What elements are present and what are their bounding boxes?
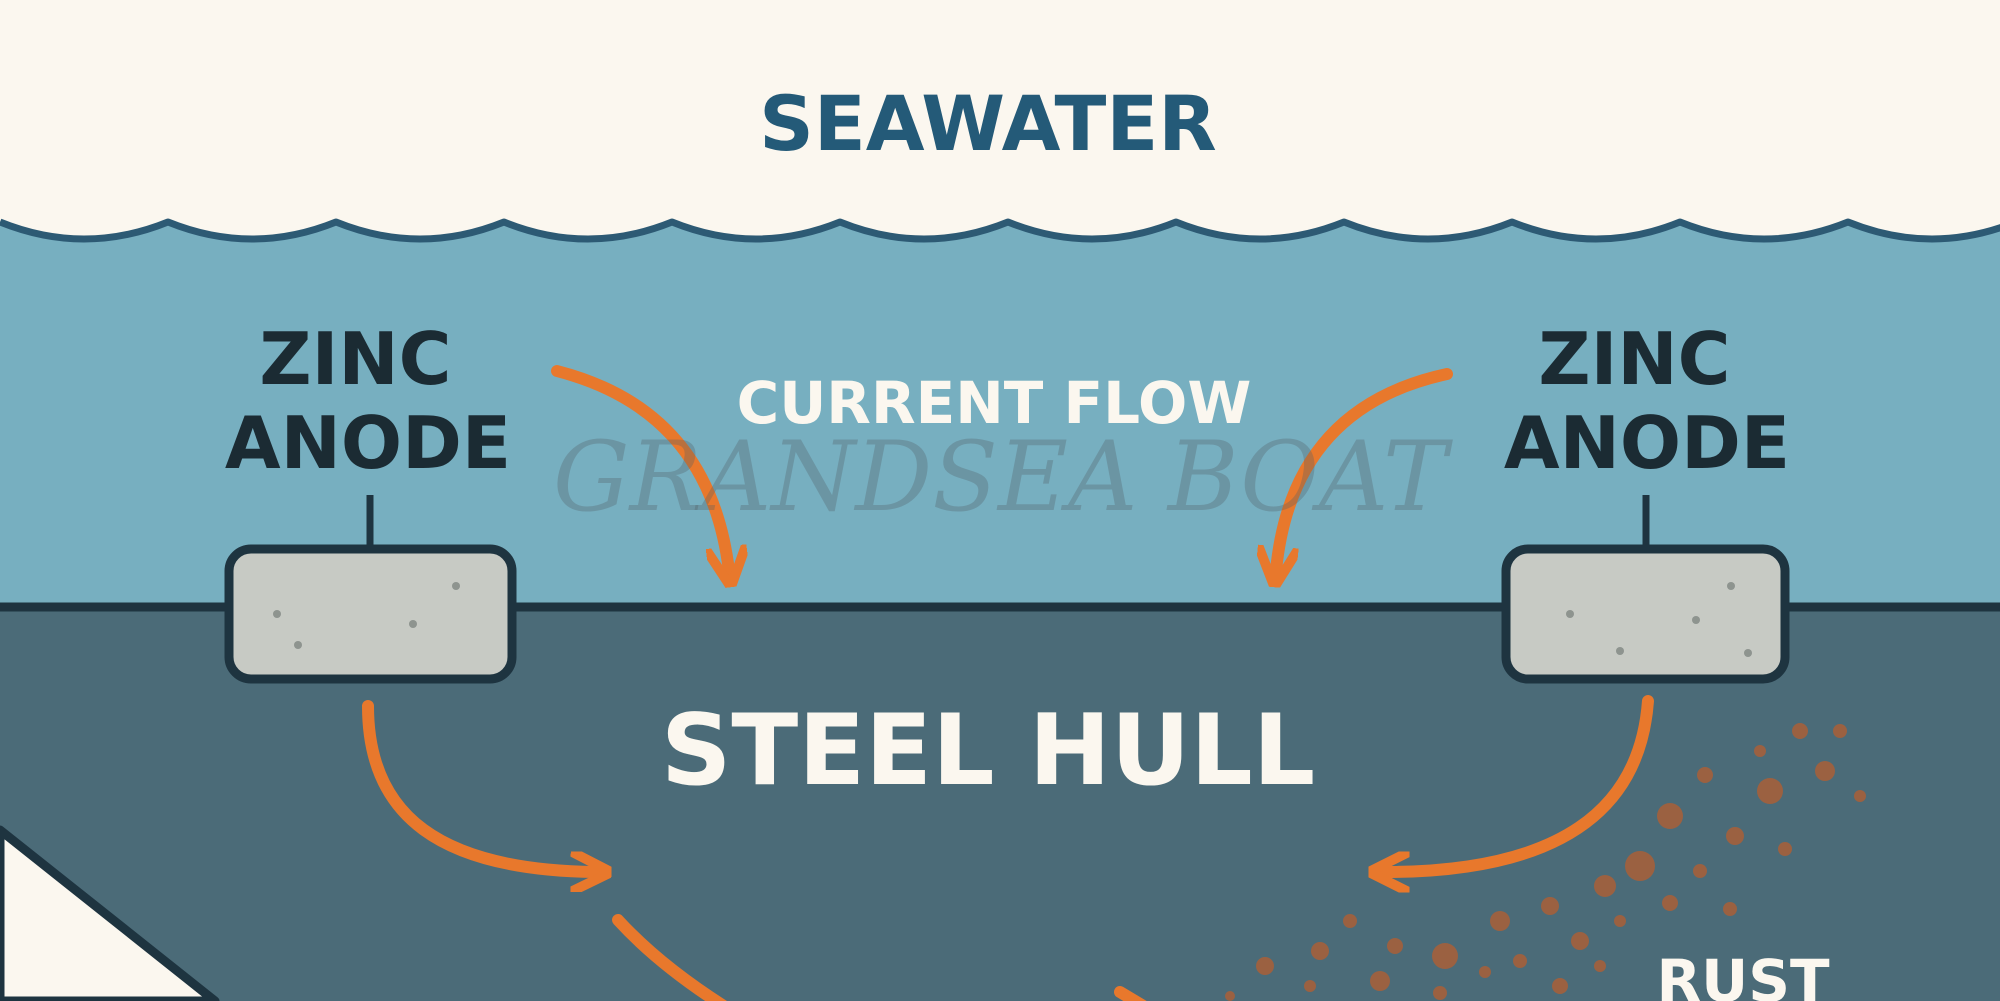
label-zinc-anode-right: ZINC ANODE (1504, 317, 1790, 485)
arrow-bottom-left (362, 700, 595, 872)
current-arrows (362, 365, 1654, 1001)
label-steel-hull: STEEL HULL (661, 694, 1315, 808)
arrow-top-right (1276, 368, 1453, 571)
title-seawater: SEAWATER (759, 79, 1217, 168)
arrow-bottom-right (1385, 695, 1654, 872)
seawater-body (0, 222, 2000, 610)
zinc-anode-right (1501, 495, 1790, 684)
wave-line (0, 218, 2000, 243)
anode-speckles-left (273, 582, 460, 649)
anode-block-right (1501, 544, 1790, 684)
rust-particles (1225, 723, 1866, 1001)
hull-edge-corner (0, 825, 220, 1001)
anode-speckles-right (1566, 582, 1752, 657)
arrow-lower-head (1114, 986, 1147, 1001)
label-rust: RUST (1656, 947, 1830, 1001)
label-current-flow: CURRENT FLOW (737, 369, 1252, 437)
zinc-anode-left (224, 495, 517, 684)
anode-block-left (224, 544, 517, 684)
watermark: GRANDSEA BOAT (553, 421, 1453, 533)
arrow-top-left (551, 365, 729, 571)
label-zinc-anode-left: ZINC ANODE (225, 317, 511, 485)
arrow-lower-flow (612, 914, 728, 1001)
